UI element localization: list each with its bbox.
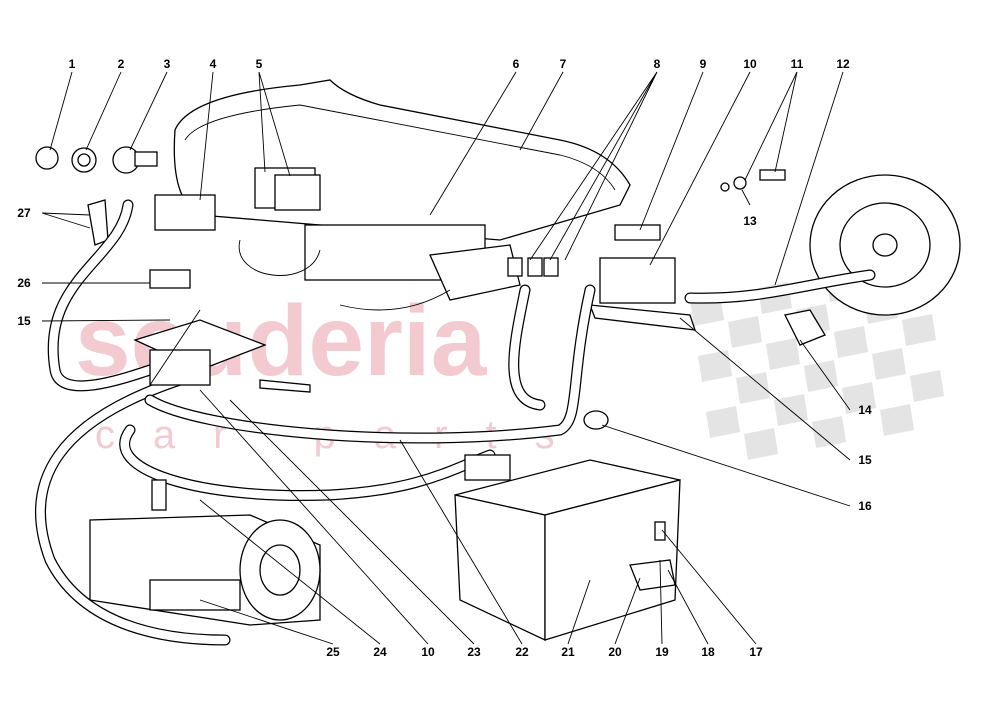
callout-1: 1 — [69, 57, 76, 71]
small-parts-1-3 — [35, 146, 158, 246]
flag-square — [902, 314, 936, 346]
callout-23: 23 — [467, 645, 481, 659]
callout-15: 15 — [17, 314, 31, 328]
flag-square — [744, 428, 778, 460]
callout-27: 27 — [17, 206, 31, 220]
callout-17: 17 — [749, 645, 763, 659]
leader-lines — [41, 71, 851, 645]
callout-15: 15 — [858, 453, 872, 467]
callout-10: 10 — [743, 57, 757, 71]
callout-12: 12 — [836, 57, 850, 71]
flag-square — [728, 316, 762, 348]
callout-4: 4 — [210, 57, 217, 71]
callout-18: 18 — [701, 645, 715, 659]
fuse-box-cover — [154, 79, 631, 301]
flag-square — [880, 404, 914, 436]
callout-3: 3 — [164, 57, 171, 71]
relay-plate — [133, 269, 311, 393]
callout-20: 20 — [608, 645, 622, 659]
flag-square — [736, 372, 770, 404]
callout-22: 22 — [515, 645, 529, 659]
starter-motor — [89, 479, 321, 626]
callout-9: 9 — [700, 57, 707, 71]
battery — [454, 410, 681, 642]
callout-19: 19 — [655, 645, 669, 659]
callout-6: 6 — [513, 57, 520, 71]
flag-square — [766, 338, 800, 370]
flag-square — [834, 326, 868, 358]
flag-square — [706, 406, 740, 438]
cables — [35, 199, 876, 646]
flag-square — [812, 416, 846, 448]
callout-7: 7 — [560, 57, 567, 71]
callout-5: 5 — [256, 57, 263, 71]
callout-11: 11 — [791, 57, 804, 71]
callout-16: 16 — [858, 499, 872, 513]
callout-14: 14 — [858, 403, 872, 417]
flag-square — [698, 350, 732, 382]
flag-square — [872, 348, 906, 380]
callout-26: 26 — [17, 276, 31, 290]
callout-8: 8 — [654, 57, 661, 71]
callout-10: 10 — [421, 645, 435, 659]
callout-2: 2 — [118, 57, 125, 71]
flag-square — [910, 370, 944, 402]
flag-square — [842, 382, 876, 414]
relay-box — [507, 224, 696, 331]
flag-square — [804, 360, 838, 392]
callout-24: 24 — [373, 645, 387, 659]
callout-13: 13 — [743, 214, 757, 228]
callout-25: 25 — [326, 645, 340, 659]
callout-21: 21 — [561, 645, 575, 659]
